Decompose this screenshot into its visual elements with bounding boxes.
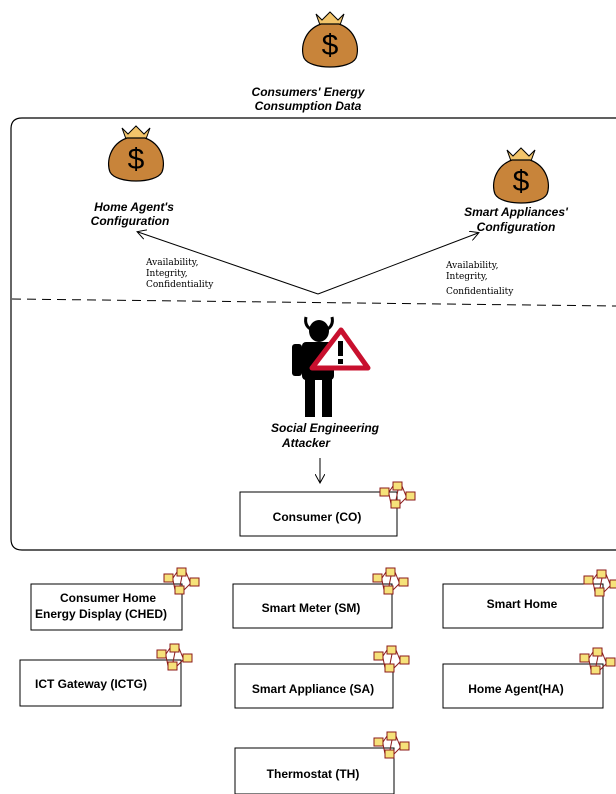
right-asset-label-1: Smart Appliances'	[464, 205, 569, 219]
right-asset-label-2: Configuration	[477, 220, 556, 234]
top-asset-label-2: Consumption Data	[255, 99, 362, 113]
th-label: Thermostat (TH)	[267, 767, 360, 781]
threat-arrow-left	[138, 232, 319, 295]
ictg-box: ICT Gateway (ICTG)	[19, 643, 193, 707]
top-asset: Consumers' Energy Consumption Data	[252, 11, 366, 113]
right-threat-2: Integrity,	[446, 272, 488, 282]
right-threat-3: Confidentiality	[446, 287, 514, 297]
sh-box: Smart Home	[442, 569, 616, 629]
left-asset: Home Agent's Configuration	[91, 125, 174, 228]
money-bag-icon	[301, 11, 359, 68]
consumer-label: Consumer (CO)	[273, 510, 362, 524]
sa-label: Smart Appliance (SA)	[252, 682, 374, 696]
home-boundary	[10, 117, 616, 551]
left-threat-2: Integrity,	[146, 269, 188, 279]
ched-box: Consumer Home Energy Display (CHED)	[30, 567, 200, 631]
sa-box: Smart Appliance (SA)	[234, 645, 410, 709]
left-threat-3: Confidentiality	[146, 280, 214, 290]
sm-label: Smart Meter (SM)	[262, 601, 361, 615]
left-asset-label-1: Home Agent's	[94, 200, 174, 214]
attacker-label-2: Attacker	[281, 436, 331, 450]
attacker-warning-icon	[292, 316, 371, 417]
trust-boundary-line	[11, 298, 616, 307]
attacker-label-1: Social Engineering	[271, 421, 380, 435]
left-threat-list: Availability, Integrity, Confidentiality	[145, 258, 214, 290]
left-asset-label-2: Configuration	[91, 214, 170, 228]
ched-label-2: Energy Display (CHED)	[35, 607, 167, 621]
ictg-label: ICT Gateway (ICTG)	[35, 677, 147, 691]
right-threat-1: Availability,	[445, 261, 498, 271]
ha-box: Home Agent(HA)	[442, 647, 616, 709]
right-asset: Smart Appliances' Configuration	[464, 147, 569, 234]
consumer-box: Consumer (CO)	[239, 481, 416, 537]
sm-box: Smart Meter (SM)	[232, 567, 409, 629]
threat-arrow-right	[317, 233, 478, 295]
money-bag-icon	[492, 147, 550, 204]
sh-label: Smart Home	[487, 597, 558, 611]
right-threat-list: Availability, Integrity, Confidentiality	[445, 261, 514, 297]
ha-label: Home Agent(HA)	[468, 682, 564, 696]
money-bag-icon	[107, 125, 165, 182]
th-box: Thermostat (TH)	[234, 731, 410, 794]
ched-label-1: Consumer Home	[60, 591, 156, 605]
top-asset-label-1: Consumers' Energy	[252, 85, 366, 99]
left-threat-1: Availability,	[145, 258, 198, 268]
